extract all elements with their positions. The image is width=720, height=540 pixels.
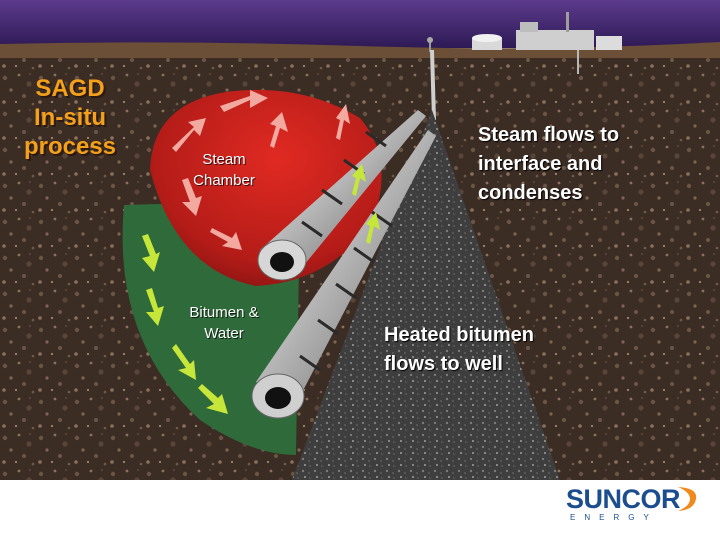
suncor-logo: SUNCOR ENERGY bbox=[562, 484, 702, 528]
steam-flows-label: Steam flows to interface and condenses bbox=[478, 124, 620, 204]
bitumen-arrows bbox=[142, 164, 380, 414]
steam-arrows bbox=[172, 90, 350, 250]
surface-facility bbox=[427, 12, 622, 52]
steam-chamber-label: Steam Chamber bbox=[193, 151, 255, 189]
heated-bitumen-label: Heated bitumen flows to well bbox=[384, 324, 535, 375]
logo-subtitle: ENERGY bbox=[570, 513, 658, 522]
footer-band bbox=[0, 480, 720, 540]
well-shaft bbox=[430, 50, 436, 120]
logo-name: SUNCOR bbox=[566, 484, 681, 514]
injector-pipe bbox=[257, 110, 426, 281]
bitumen-water-label: Bitumen & Water bbox=[189, 304, 259, 342]
drainage-cone bbox=[292, 110, 560, 480]
surface-band bbox=[0, 42, 720, 62]
producer-pipe bbox=[251, 130, 436, 419]
diagram-title: SAGD In-situ process bbox=[23, 75, 117, 160]
logo-swoosh-icon bbox=[678, 487, 697, 511]
